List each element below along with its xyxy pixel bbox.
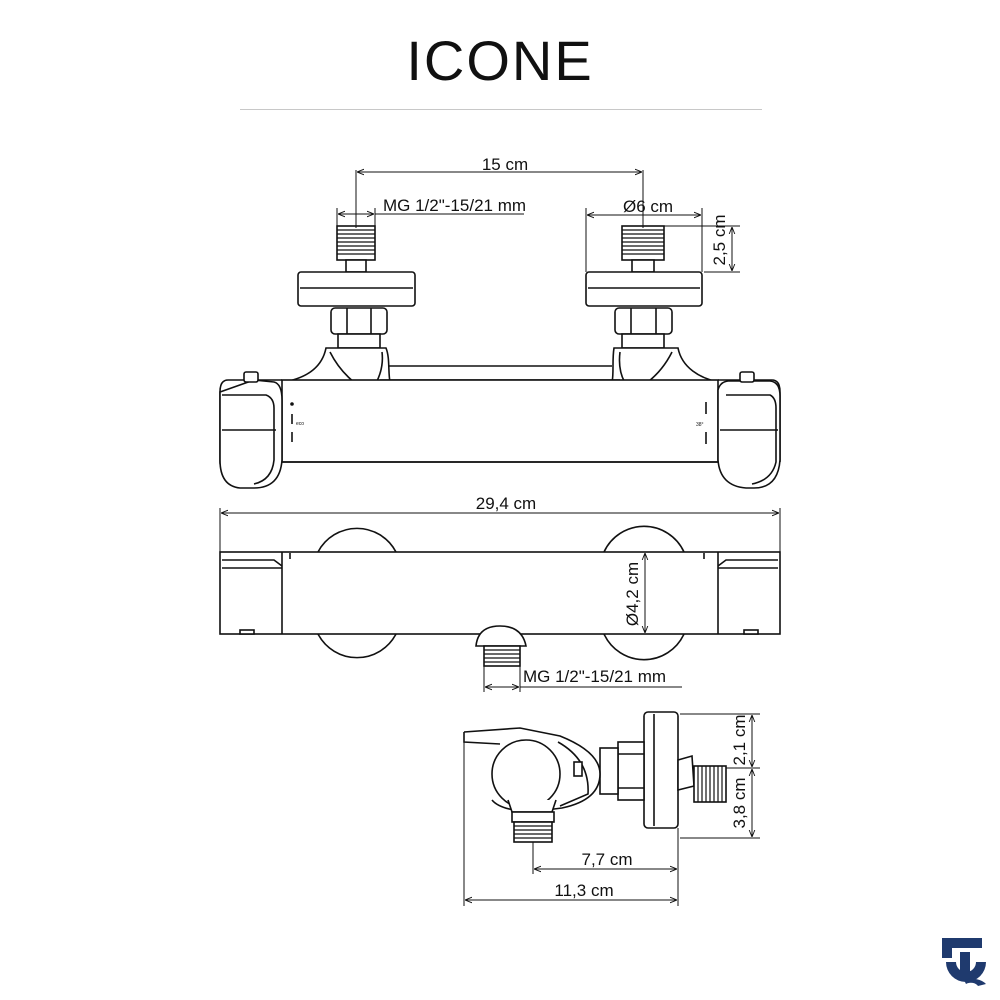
body-diameter-label: Ø4,2 cm	[623, 562, 642, 626]
inlet-thread-label: MG 1/2"-15/21 mm	[383, 196, 526, 215]
right-flange	[585, 271, 703, 307]
flange-diameter-label: Ø6 cm	[623, 197, 673, 216]
spacing-label: 15 cm	[482, 155, 528, 174]
side-view: 2,1 cm 3,8 cm 7,7 cm 11,3 cm	[463, 711, 760, 906]
side-flange	[643, 711, 679, 829]
brand-logo-icon	[942, 938, 986, 986]
depth-bottom-label: 3,8 cm	[730, 777, 749, 828]
left-inlet-thread	[336, 225, 376, 273]
left-flange	[297, 271, 416, 307]
eco-label: eco	[296, 421, 304, 427]
title-divider	[240, 109, 762, 110]
side-inlet-thread	[677, 754, 727, 803]
mixer-body-top	[219, 551, 781, 635]
mixer-body-side	[463, 727, 601, 813]
outlet-thread-label: MG 1/2"-15/21 mm	[523, 667, 666, 686]
page-title: ICONE	[406, 29, 594, 92]
right-inlet-thread	[621, 225, 665, 273]
depth-top-label: 2,1 cm	[730, 714, 749, 765]
projection-inner-label: 7,7 cm	[581, 850, 632, 869]
right-nut	[614, 307, 673, 335]
eco-handle: eco	[219, 371, 304, 489]
outlet-thread	[475, 625, 527, 667]
front-view: eco 38° 15 cm MG 1/2"-15/21 mm Ø6 cm	[219, 155, 781, 489]
projection-total-label: 11,3 cm	[554, 881, 613, 900]
inlet-depth-label: 2,5 cm	[710, 214, 729, 265]
left-nut	[330, 307, 388, 335]
temp-label: 38°	[696, 422, 704, 428]
temperature-handle: 38°	[696, 371, 781, 489]
length-label: 29,4 cm	[476, 494, 536, 513]
top-view: 29,4 cm Ø4,2 cm MG 1/2"-15/21 mm	[219, 494, 781, 692]
